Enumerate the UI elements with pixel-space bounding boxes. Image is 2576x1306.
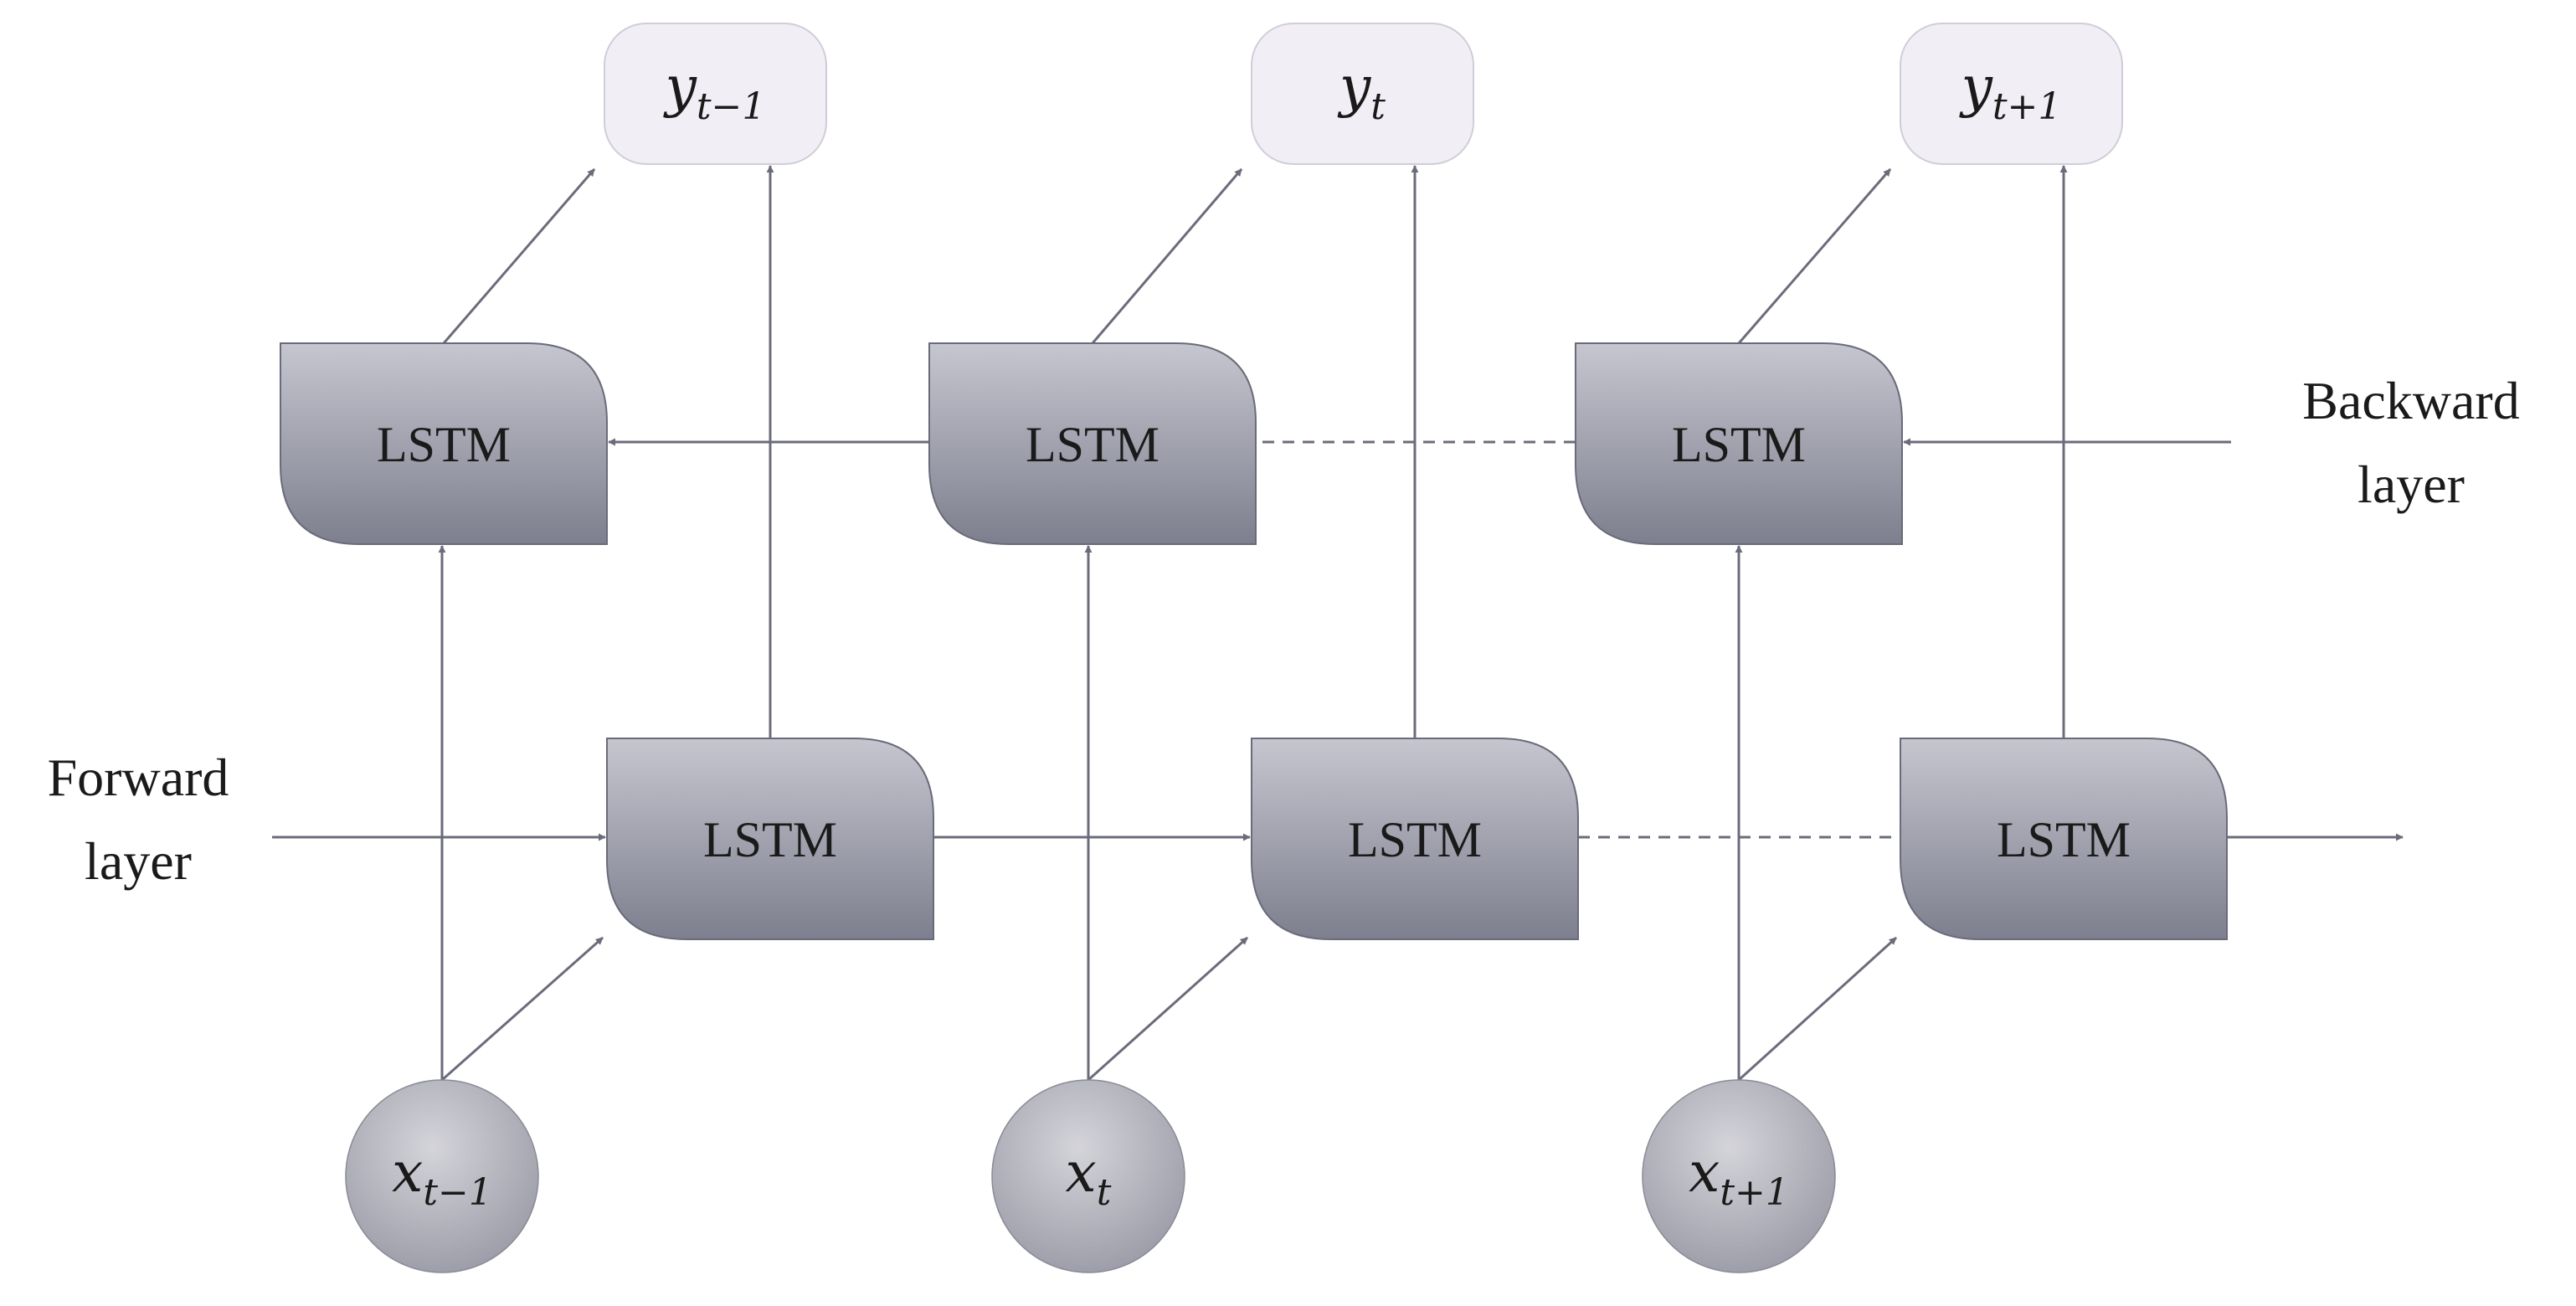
output-label: yt+1 (1959, 54, 2062, 128)
input-node: xt (991, 1079, 1185, 1273)
backward-to-output-arrow (442, 168, 596, 344)
input-label: xt−1 (392, 1140, 492, 1214)
input-circle (991, 1079, 1185, 1273)
backward-lstm-cell: LSTM (280, 342, 608, 545)
backward-layer-label: Backward layer (2302, 371, 2519, 514)
connections (272, 165, 2404, 1082)
input-nodes: xt−1 xt xt+1 (345, 1079, 1836, 1273)
backward-to-output-arrow (1737, 168, 1892, 344)
forward-label-line2: layer (85, 831, 192, 891)
lstm-cell-shape (1251, 738, 1579, 940)
output-box (1900, 23, 2123, 165)
input-label: xt+1 (1689, 1140, 1789, 1214)
lstm-cell-shape (1900, 738, 2228, 940)
lstm-cells: LSTM LSTM LSTM LSTM LSTM LSTM (280, 342, 2228, 940)
lstm-cell-label: LSTM (703, 812, 837, 867)
input-to-forward-arrow (1737, 936, 1898, 1082)
lstm-cell-shape (928, 342, 1257, 545)
lstm-cell-label: LSTM (1348, 812, 1482, 867)
backward-lstm-cell: LSTM (1575, 342, 1903, 545)
output-nodes: yt−1 yt yt+1 (604, 23, 2123, 165)
backward-lstm-cell: LSTM (928, 342, 1257, 545)
backward-label-line1: Backward (2302, 371, 2519, 430)
backward-to-output-arrow (1091, 168, 1243, 344)
lstm-cell-label: LSTM (1026, 417, 1159, 472)
input-node: xt−1 (345, 1079, 539, 1273)
lstm-cell-label: LSTM (377, 417, 511, 472)
input-circle (1642, 1079, 1836, 1273)
lstm-cell-shape (280, 342, 608, 545)
input-to-forward-arrow (1087, 936, 1249, 1082)
backward-label-line2: layer (2357, 455, 2465, 514)
forward-layer-label: Forward layer (48, 748, 229, 891)
forward-label-line1: Forward (48, 748, 229, 807)
lstm-cell-label: LSTM (1997, 812, 2131, 867)
lstm-cell-shape (1575, 342, 1903, 545)
input-circle (345, 1079, 539, 1273)
output-label: yt−1 (663, 54, 766, 128)
forward-lstm-cell: LSTM (1251, 738, 1579, 940)
lstm-cell-shape (606, 738, 934, 940)
input-node: xt+1 (1642, 1079, 1836, 1273)
output-label: yt (1337, 54, 1386, 128)
lstm-cell-label: LSTM (1672, 417, 1806, 472)
output-box (1251, 23, 1474, 165)
output-box (604, 23, 827, 165)
input-to-forward-arrow (441, 936, 604, 1082)
output-node: yt−1 (604, 23, 827, 165)
forward-lstm-cell: LSTM (1900, 738, 2228, 940)
output-node: yt+1 (1900, 23, 2123, 165)
input-label: xt (1066, 1140, 1112, 1214)
output-node: yt (1251, 23, 1474, 165)
forward-lstm-cell: LSTM (606, 738, 934, 940)
